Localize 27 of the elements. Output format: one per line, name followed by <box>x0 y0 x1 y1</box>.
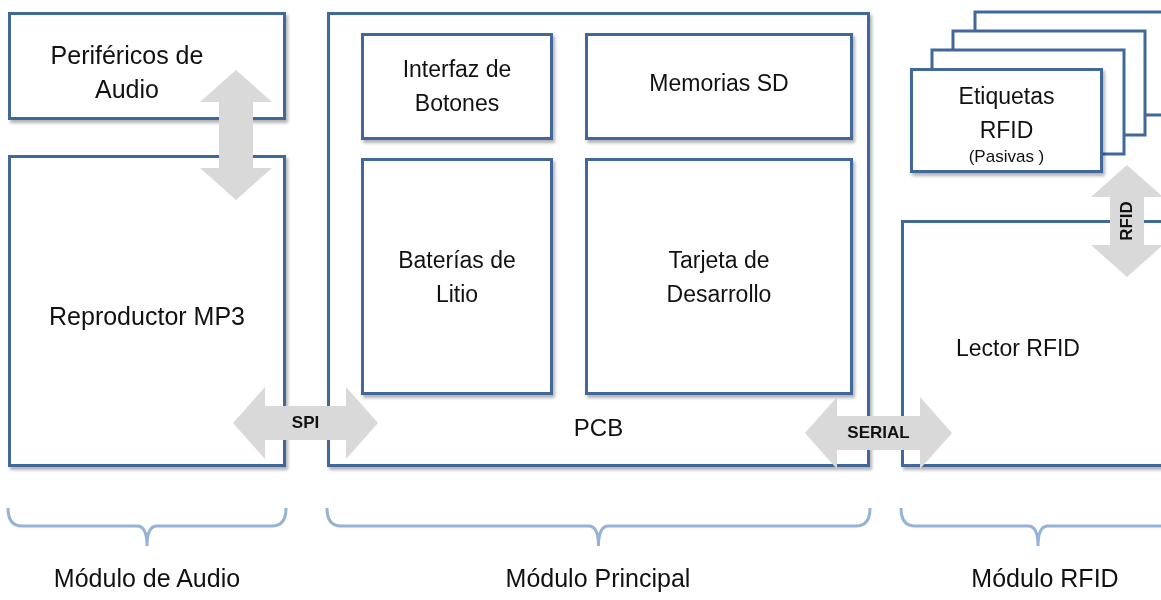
double-arrow <box>200 70 272 200</box>
block-box <box>8 12 286 120</box>
double-arrow <box>233 387 378 459</box>
block-box <box>361 158 553 395</box>
module-label: Módulo RFID <box>971 563 1119 594</box>
block-label: Memorias SD <box>649 69 789 98</box>
edge-label: SPI <box>291 413 320 433</box>
block-label: Lector RFID <box>956 334 1080 363</box>
block-label: Baterías de Litio <box>397 246 517 309</box>
double-arrow <box>1091 165 1161 277</box>
block-box <box>585 158 853 395</box>
edge-label: SERIAL <box>847 423 910 443</box>
block-box <box>361 33 553 140</box>
block-box <box>585 33 853 140</box>
block-label: Interfaz de Botones <box>401 55 513 118</box>
module-label: Módulo de Audio <box>53 563 241 594</box>
block-label: Periféricos de Audio <box>49 40 205 105</box>
block-box <box>8 155 286 467</box>
block-label: PCB <box>573 413 624 443</box>
module-label: Módulo Principal <box>505 563 691 594</box>
block-label: Etiquetas RFID <box>957 82 1056 145</box>
block-box <box>910 68 1103 173</box>
block-label: Tarjeta de Desarrollo <box>665 246 773 309</box>
block-note: (Pasivas ) <box>968 147 1045 167</box>
double-arrow <box>805 397 952 469</box>
edge-label: RFID <box>1117 201 1137 241</box>
block-label: Reproductor MP3 <box>49 301 245 332</box>
